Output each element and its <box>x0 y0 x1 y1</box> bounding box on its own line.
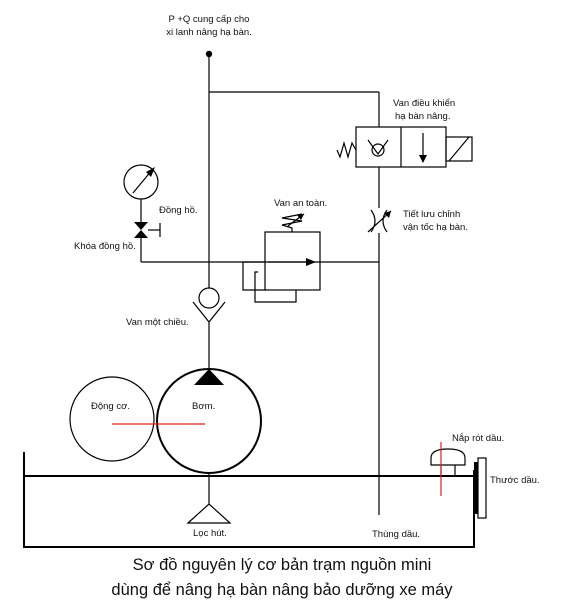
control-valve <box>336 92 473 208</box>
check-valve-label: Van một chiều. <box>126 317 189 328</box>
suction-filter-label: Lọc hút. <box>193 528 227 539</box>
pressure-gauge <box>123 164 159 222</box>
gauge-lock-valve <box>134 222 379 263</box>
supply-label-line1: P +Q cung cấp cho <box>169 14 250 25</box>
filler-cap-label: Nắp rót dầu. <box>452 433 504 444</box>
gauge-label: Đồng hồ. <box>159 205 198 216</box>
tank-label: Thùng dầu. <box>372 529 420 540</box>
safety-valve-label: Van an toàn. <box>274 198 327 209</box>
control-valve-label-line2: hạ bàn nâng. <box>395 111 450 122</box>
filler-cap <box>430 442 466 496</box>
throttle-label-line1: Tiết lưu chỉnh <box>403 209 460 220</box>
suction-filter <box>186 473 232 524</box>
supply-output <box>205 50 379 288</box>
caption-line1: Sơ đồ nguyên lý cơ bản trạm nguồn mini <box>133 556 432 574</box>
pump-label: Bơm. <box>192 401 215 412</box>
check-valve <box>192 287 226 368</box>
motor <box>69 376 155 462</box>
caption: Sơ đồ nguyên lý cơ bản trạm nguồn mini d… <box>111 556 453 599</box>
throttle-valve <box>367 209 392 515</box>
throttle-label-line2: vận tốc hạ bàn. <box>403 222 468 233</box>
safety-valve <box>242 213 321 303</box>
dipstick <box>474 457 487 519</box>
motor-label: Động cơ. <box>91 401 130 412</box>
gauge-lock-label: Khóa đồng hồ. <box>74 241 136 252</box>
pump <box>154 368 262 474</box>
dipstick-label: Thước dầu. <box>490 475 540 486</box>
labels: P +Q cung cấp cho xi lanh nâng hạ bàn. V… <box>74 14 540 540</box>
supply-label-line2: xi lanh nâng hạ bàn. <box>166 27 252 38</box>
caption-line2: dùng để nâng hạ bàn nâng bảo dưỡng xe má… <box>111 581 453 599</box>
control-valve-label-line1: Van điều khiển <box>393 98 455 109</box>
